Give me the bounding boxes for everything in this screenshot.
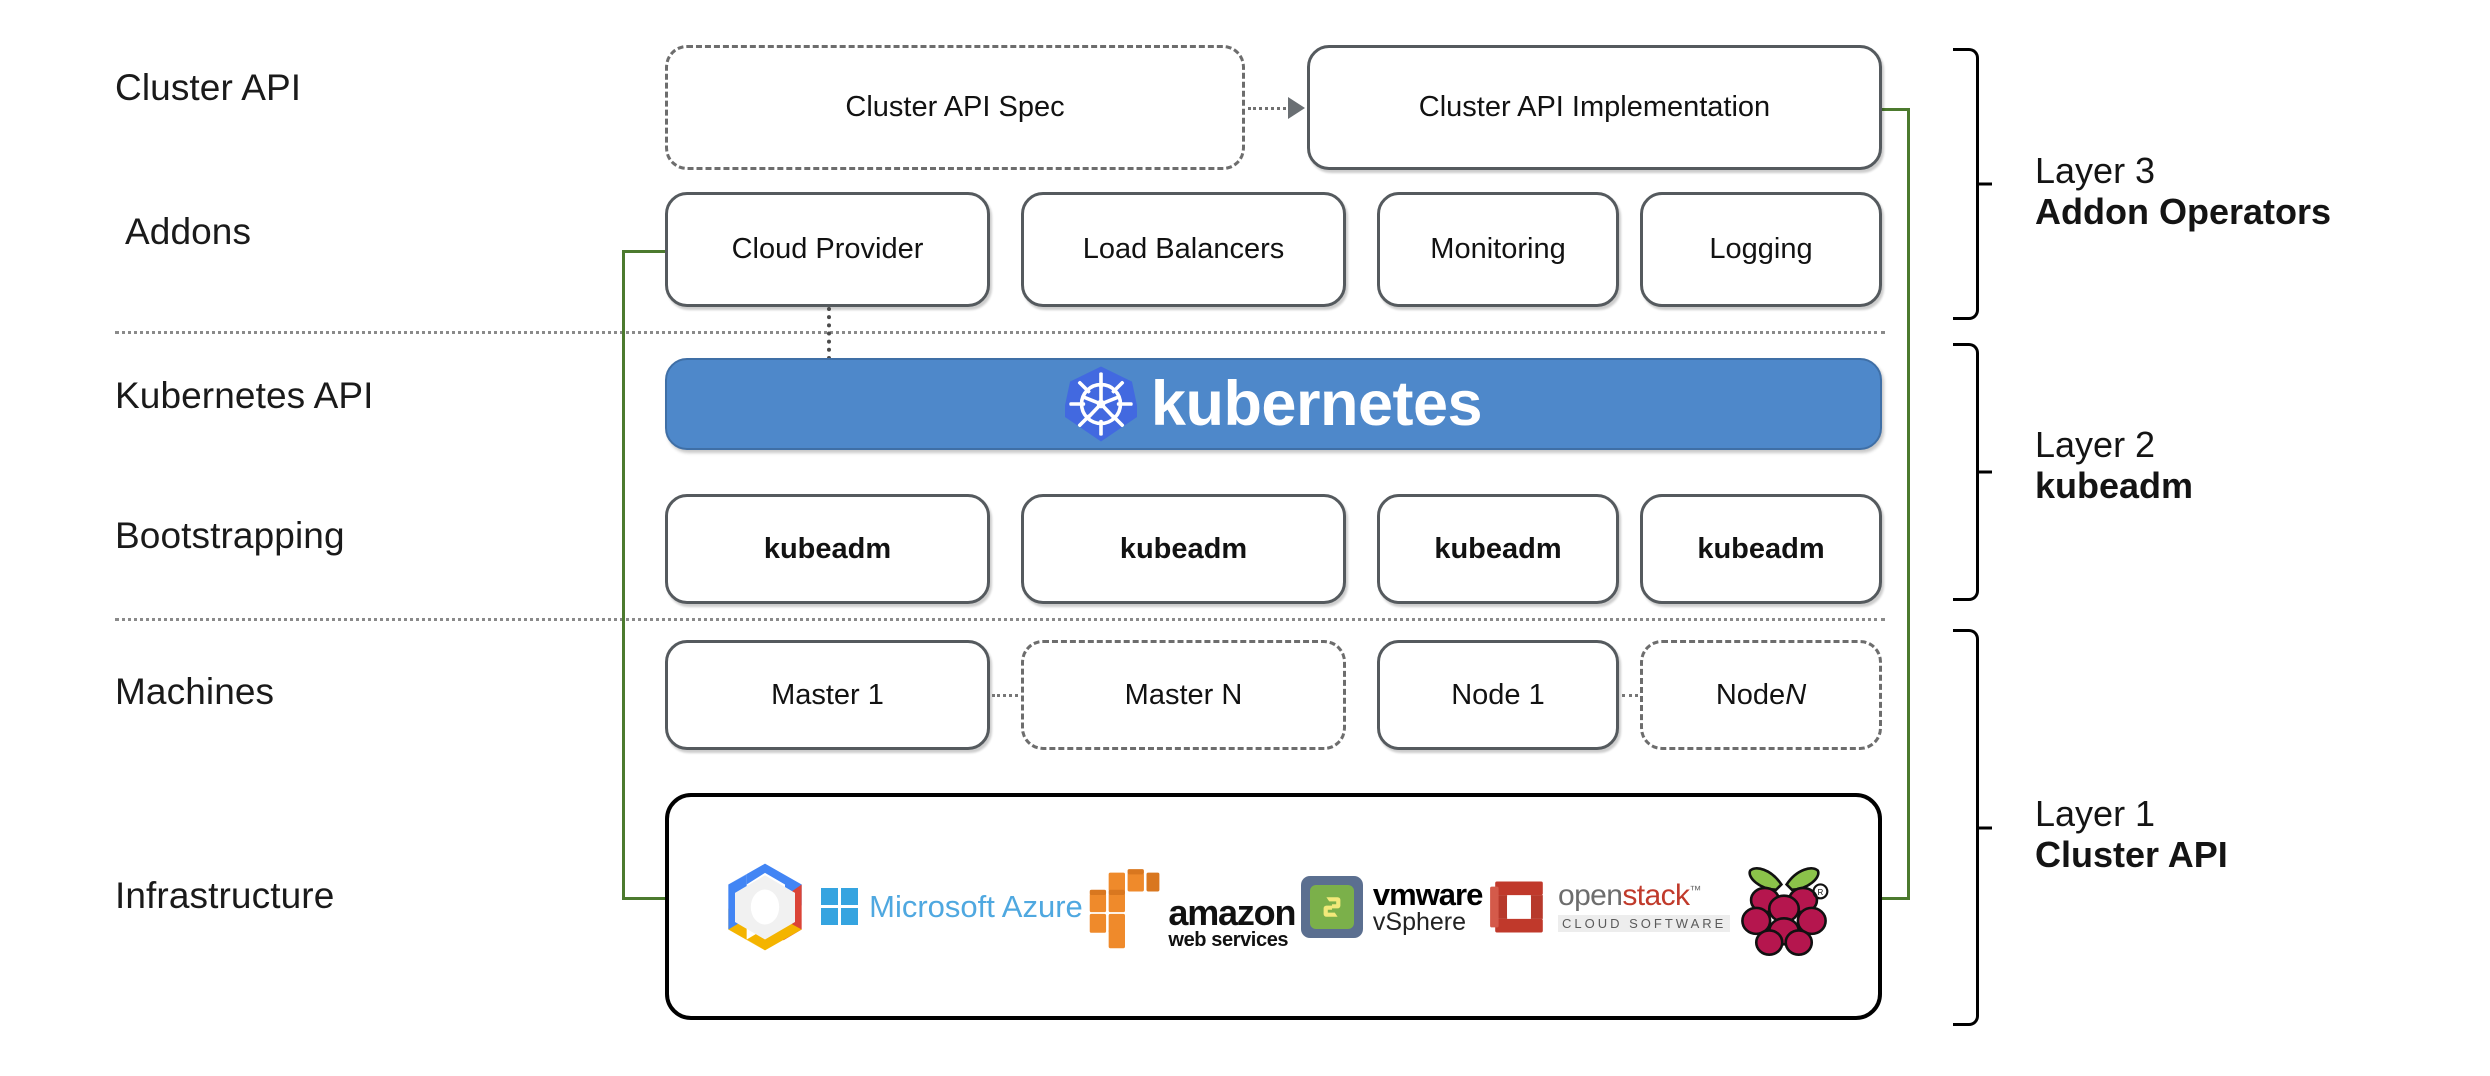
machines-ellipsis-1 (992, 694, 1018, 697)
aws-boxes-icon (1090, 868, 1160, 948)
node-cluster-api-spec[interactable]: Cluster API Spec (665, 45, 1245, 170)
node-machine-node-n-prefix: Node (1715, 678, 1786, 711)
infrastructure-container: Microsoft Azure (665, 793, 1882, 1020)
layer-2-number: Layer 2 (2035, 424, 2156, 465)
layer-1-name: Cluster API (2035, 834, 2228, 876)
bracket-layer-3 (1953, 48, 1979, 320)
machines-ellipsis-2 (1622, 694, 1644, 697)
logo-microsoft-azure[interactable]: Microsoft Azure (820, 857, 1083, 957)
row-label-bootstrapping: Bootstrapping (115, 515, 345, 556)
openstack-sublabel: CLOUD SOFTWARE (1558, 915, 1731, 932)
vsphere-label: vSphere (1372, 907, 1467, 936)
svg-text:R: R (1818, 887, 1824, 896)
layer-2-name: kubeadm (2035, 465, 2194, 507)
amazon-label: amazon (1168, 892, 1296, 934)
node-kubeadm-4[interactable]: kubeadm (1640, 494, 1882, 604)
openstack-label-stack: stack (1622, 879, 1690, 912)
connector-impl-right-stub (1862, 108, 1910, 111)
vmware-label: vmware (1372, 876, 1483, 912)
band-separator-layer2-layer1 (115, 618, 1885, 621)
spec-to-impl-arrowhead-icon (1288, 97, 1305, 119)
openstack-mark-icon (1490, 881, 1543, 932)
layer-3-number: Layer 3 (2035, 150, 2156, 191)
connector-cloudprovider-left-stub (622, 250, 670, 253)
node-machine-master-n[interactable]: Master N (1021, 640, 1346, 750)
kubernetes-helm-icon (1064, 365, 1137, 443)
node-addon-monitoring[interactable]: Monitoring (1377, 192, 1619, 307)
logo-google-cloud-platform[interactable] (715, 857, 815, 957)
bracket-layer-2 (1953, 343, 1979, 601)
node-kubeadm-2[interactable]: kubeadm (1021, 494, 1346, 604)
logo-openstack[interactable]: openstack™ CLOUD SOFTWARE (1488, 857, 1731, 957)
node-machine-node-n-suffix: N (1785, 678, 1807, 711)
node-machine-node-1[interactable]: Node 1 (1377, 640, 1619, 750)
logo-vmware-vsphere[interactable]: vmware vSphere (1300, 857, 1483, 957)
openstack-label-open: open (1558, 879, 1623, 912)
node-cluster-api-implementation[interactable]: Cluster API Implementation (1307, 45, 1882, 170)
node-kubeadm-1[interactable]: kubeadm (665, 494, 990, 604)
node-kubeadm-3[interactable]: kubeadm (1377, 494, 1619, 604)
bracket-layer-1 (1953, 629, 1979, 1026)
row-label-infrastructure: Infrastructure (115, 875, 335, 916)
connector-left-vertical (622, 250, 625, 898)
node-addon-load-balancers[interactable]: Load Balancers (1021, 192, 1346, 307)
layer-label-3: Layer 3 Addon Operators (2035, 150, 2331, 233)
node-machine-node-n[interactable]: Node N (1640, 640, 1882, 750)
microsoft-squares-icon (820, 887, 859, 926)
cloud-provider-drop-connector (827, 307, 831, 360)
aws-sublabel: web services (1168, 928, 1289, 951)
kubernetes-wordmark: kubernetes (1150, 368, 1483, 439)
layer-label-2: Layer 2 kubeadm (2035, 424, 2193, 507)
band-separator-layer3-layer2 (115, 331, 1885, 334)
node-addon-logging[interactable]: Logging (1640, 192, 1882, 307)
kubernetes-banner[interactable]: kubernetes (665, 358, 1882, 450)
row-label-addons: Addons (125, 211, 252, 252)
row-label-kubernetes-api: Kubernetes API (115, 375, 374, 416)
logo-raspberry-pi[interactable]: R (1736, 857, 1832, 957)
logo-amazon-web-services[interactable]: amazon web services (1088, 857, 1296, 957)
layer-label-1: Layer 1 Cluster API (2035, 793, 2228, 876)
connector-left-into-infra (622, 897, 672, 900)
connector-right-vertical (1907, 108, 1910, 898)
row-label-machines: Machines (115, 671, 275, 712)
node-machine-master-1[interactable]: Master 1 (665, 640, 990, 750)
azure-label: Microsoft Azure (869, 888, 1083, 924)
vsphere-tile-icon (1300, 875, 1363, 938)
layer-1-number: Layer 1 (2035, 793, 2156, 834)
spec-to-impl-connector (1248, 107, 1286, 110)
node-addon-cloud-provider[interactable]: Cloud Provider (665, 192, 990, 307)
row-label-cluster-api: Cluster API (115, 67, 302, 108)
layer-3-name: Addon Operators (2035, 191, 2332, 233)
